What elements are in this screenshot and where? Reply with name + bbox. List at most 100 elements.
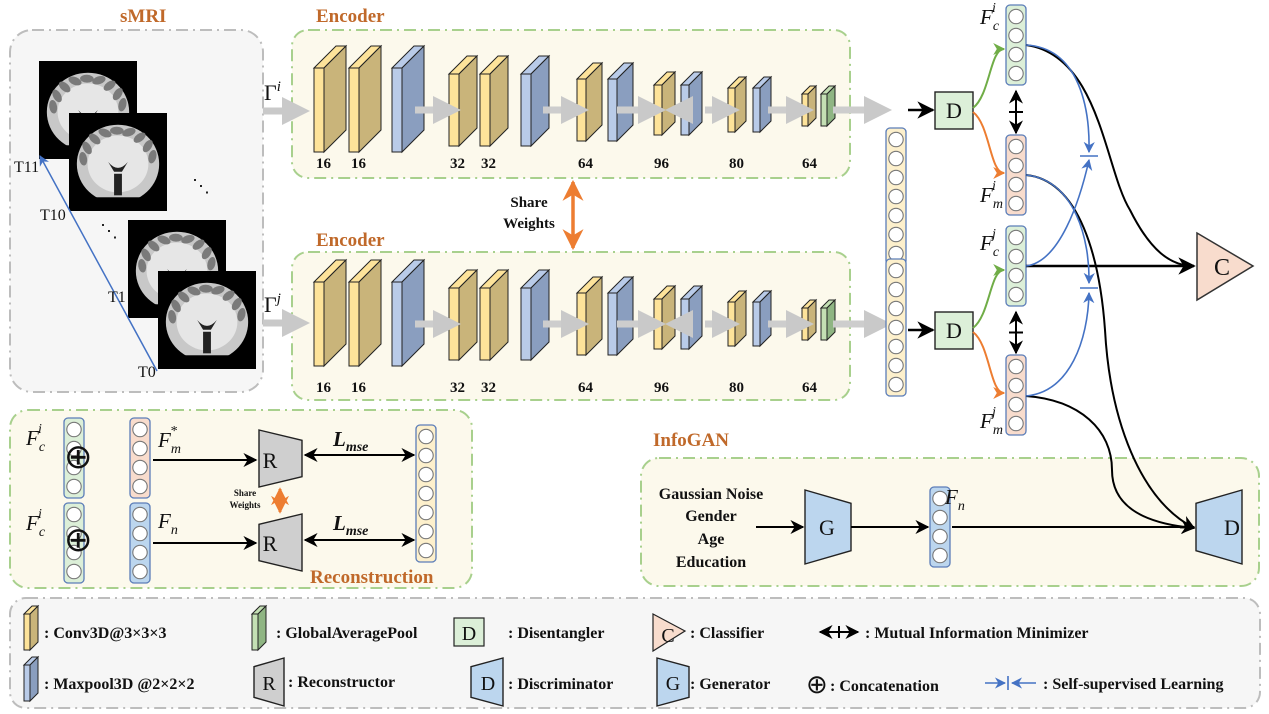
legend-discriminator-icon	[470, 657, 504, 707]
classifier-label: C	[1214, 255, 1230, 281]
maxpool3d-layer	[606, 61, 635, 143]
mri-slice-t11-sulcus	[80, 74, 94, 83]
legend-reconstructor-icon	[253, 657, 285, 707]
gamma-i-label: Γi	[264, 79, 281, 105]
conv3d-layer	[447, 268, 479, 362]
fc-i-vector-node	[1008, 8, 1024, 25]
disentangler-label: D	[946, 98, 962, 123]
channel-count-label: 32	[450, 380, 465, 396]
channel-count-label: 32	[481, 380, 496, 396]
classifier: C	[1196, 231, 1255, 302]
reconstructor-top	[258, 429, 303, 488]
encoded-feature-vector-j-node	[888, 319, 904, 336]
encoder-share-weights: Share Weights	[503, 179, 584, 251]
share-weights-label-line2: Weights	[503, 216, 555, 232]
conv3d-layer-front	[448, 287, 460, 361]
conv3d-layer	[726, 289, 748, 348]
reconstructor-bottom	[258, 513, 303, 572]
conv3d-layer-front	[801, 93, 809, 127]
legend-ssl-label: : Self-supervised Learning	[1043, 676, 1223, 693]
mri-slice-t10-sulcus	[142, 139, 153, 153]
recon-fm-star-vector-node	[132, 440, 148, 457]
recon-target-vector-node	[418, 428, 434, 445]
legend-reconstructor-label: : Reconstructor	[288, 674, 395, 691]
maxpool3d-layer	[751, 75, 773, 134]
ssl-arrow	[1025, 158, 1093, 267]
legend-conv-icon-front	[23, 613, 31, 651]
mri-slice-t11-sulcus	[58, 81, 71, 93]
channel-count-label: 64	[802, 380, 818, 396]
fc-j-vector-node	[1008, 248, 1024, 265]
timepoint-label: T10	[40, 207, 66, 224]
recon-fm-star-label: Fm*	[157, 424, 181, 457]
conv3d-layer	[800, 84, 818, 128]
disentangle-module: DD	[885, 4, 1196, 534]
legend-maxpool-icon-front	[23, 664, 31, 702]
conv3d-layer-front	[653, 84, 663, 136]
conv3d-layer	[447, 54, 479, 148]
infogan-fn-vector-node	[932, 547, 948, 564]
input-arrow-bottom: Γj	[263, 291, 310, 337]
fc-i-to-classifier	[1025, 44, 1196, 273]
maxpool3d-layer	[390, 44, 426, 154]
recon-target-vector-node	[418, 542, 434, 559]
ssl-arrow	[1025, 44, 1095, 154]
maxpool3d-layer-front	[752, 301, 761, 347]
conv3d-layer	[312, 44, 348, 154]
channel-count-label: 32	[450, 156, 465, 172]
legend-classifier-label: : Classifier	[690, 625, 764, 642]
fm-j-label: Fmj	[979, 405, 1003, 438]
mri-slice-t0-sulcus	[177, 291, 190, 303]
modality-branch-arrow	[972, 111, 1006, 179]
mri-slice-t10-sulcus	[110, 126, 124, 135]
conv3d-layer-front	[479, 287, 491, 361]
mri-slice-t0-sulcus	[199, 284, 213, 293]
concat-icon-bottom: ⊕	[64, 522, 93, 559]
recon-fc-top-vector-node	[66, 421, 82, 438]
disentangler-j	[934, 311, 974, 350]
modality-branch-arrow	[972, 331, 1006, 399]
mri-slice-t10-sulcus	[98, 128, 112, 138]
infogan-title: InfoGAN	[653, 430, 729, 451]
recon-fc-bottom-vector	[63, 502, 85, 584]
fc-i-vector-node	[1008, 46, 1024, 63]
mri-slice-t1-sulcus	[138, 258, 147, 273]
infogan-fn-vector-box	[929, 486, 951, 568]
recon-fc-top-vector	[63, 417, 85, 499]
ellipsis-icon: ⋱	[100, 221, 118, 241]
mri-slice-t10-bottom	[69, 197, 167, 211]
recon-fc-bottom-vector-node	[66, 525, 82, 542]
recon-fm-star-vector	[129, 417, 151, 499]
maxpool3d-layer	[390, 258, 426, 368]
conv3d-layer	[347, 258, 383, 368]
infogan-fn-label: Fn	[944, 485, 965, 514]
legend-disentangler-icon	[453, 617, 485, 647]
reconstruction-labels: Fci Fci Fm* Fn ⊕ ⊕ Lmse Lmse Share Weigh…	[25, 422, 368, 559]
encoder-bottom-title: Encoder	[316, 230, 385, 251]
recon-fc-bottom-vector-box	[63, 502, 85, 584]
conv3d-layer-front	[479, 73, 491, 147]
mri-slice-t1-sulcus	[157, 235, 171, 245]
recon-fn-label: Fn	[157, 509, 178, 538]
encoded-feature-vector-i-node	[888, 226, 904, 243]
input-arrow-top: Γi	[263, 79, 310, 125]
legend-mim-label: : Mutual Information Minimizer	[865, 625, 1089, 642]
conv3d-layer-front	[348, 281, 360, 367]
mri-slice-t10-sulcus	[148, 149, 157, 164]
mri-slice-t1-sulcus	[141, 248, 151, 262]
recon-fc-top-vector-node	[66, 459, 82, 476]
fm-i-vector	[1005, 134, 1027, 216]
recon-target-vector-node	[418, 504, 434, 521]
channel-count-label: 32	[481, 156, 496, 172]
content-branch-arrow	[972, 43, 1006, 109]
recon-fn-vector-node	[132, 563, 148, 580]
fm-j-vector-node	[1008, 377, 1024, 394]
fm-j-vector-box	[1005, 354, 1027, 436]
time-axis-arrow	[39, 155, 158, 372]
encoded-feature-vector-i-node	[888, 150, 904, 167]
encoded-feature-vector-j-node	[888, 338, 904, 355]
conv3d-layer-front	[727, 301, 736, 347]
recon-fc-bottom-label: Fci	[25, 507, 46, 540]
legend-gap-label: : GlobalAveragePool	[276, 625, 418, 642]
maxpool3d-layer	[519, 268, 551, 362]
